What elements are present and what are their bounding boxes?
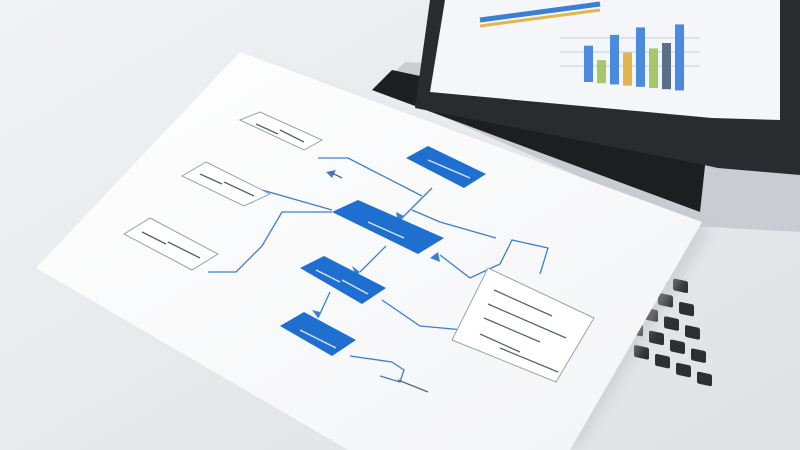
connector (399, 187, 433, 221)
connector (261, 189, 333, 211)
laptop-screen-chart (479, 1, 700, 91)
notes-panel-text (479, 289, 567, 373)
outline-node-mid[interactable] (180, 161, 272, 207)
keyboard-key (670, 339, 685, 355)
outline-node-text (141, 231, 201, 259)
connector (318, 157, 423, 197)
outline-node-text (199, 173, 255, 197)
flow-node-text (299, 329, 337, 349)
screen-chart-bar (610, 34, 619, 85)
bottom-annotation (397, 379, 429, 393)
keyboard-key (655, 354, 670, 369)
flow-node-text (315, 269, 369, 295)
connector (379, 361, 405, 383)
flow-node-box (332, 200, 444, 254)
side-annotation (329, 171, 343, 179)
flowchart-connectors (208, 157, 549, 383)
screen-chart-line (479, 1, 601, 23)
keyboard-key (649, 330, 664, 346)
screen-chart-bar (623, 52, 632, 86)
connector (349, 355, 393, 363)
keyboard-key (697, 371, 712, 387)
connector (208, 211, 332, 273)
screen-chart-bar (675, 24, 684, 91)
connector (411, 209, 497, 239)
flow-node-text (427, 159, 471, 179)
keyboard-key (679, 301, 694, 317)
arrowhead (352, 266, 360, 276)
outline-node-box (180, 161, 272, 207)
keyboard-key (664, 316, 679, 331)
keyboard-key (685, 325, 700, 340)
connector (439, 239, 549, 279)
flow-node-4[interactable] (280, 312, 356, 356)
flow-node-box (280, 312, 356, 356)
notes-panel-box (451, 267, 595, 383)
connector (381, 299, 465, 331)
screen-chart-bar (649, 48, 658, 88)
keyboard-key (691, 348, 706, 363)
arrowhead (312, 310, 320, 318)
screen-chart-bar (662, 43, 671, 90)
flow-node-text (367, 221, 405, 239)
arrowhead (326, 170, 336, 178)
flow-node-3[interactable] (300, 256, 386, 304)
flow-node-1[interactable] (406, 146, 486, 188)
screen-chart-bar (636, 27, 645, 87)
screen-chart-line-2 (479, 8, 601, 28)
screen-chart-bar (584, 45, 593, 82)
laptop-screen (430, 0, 780, 120)
screen-chart-bar (597, 60, 606, 84)
flow-node-2[interactable] (332, 200, 444, 254)
arrowhead (430, 252, 440, 262)
connector (317, 291, 331, 319)
connector (359, 245, 387, 273)
outline-node-top[interactable] (238, 111, 324, 151)
outline-node-left[interactable] (122, 217, 220, 271)
notes-panel[interactable] (451, 267, 595, 383)
keyboard-key (676, 362, 691, 378)
outline-node-text (255, 123, 305, 143)
